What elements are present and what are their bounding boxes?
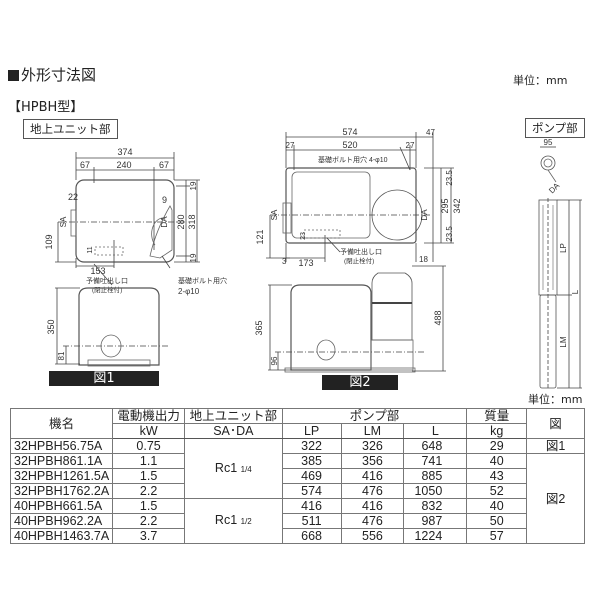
- svg-text:67: 67: [80, 160, 90, 170]
- svg-text:3: 3: [282, 257, 287, 266]
- svg-text:318: 318: [187, 214, 197, 229]
- dimension-drawing: 374 67 240 67 22 9 153 基礎ボルト用穴 2-φ10 予備吐…: [44, 127, 582, 390]
- svg-text:81: 81: [57, 351, 66, 360]
- svg-text:365: 365: [254, 320, 264, 335]
- svg-text:23: 23: [300, 232, 307, 240]
- svg-text:27: 27: [286, 141, 295, 150]
- svg-text:488: 488: [433, 310, 443, 325]
- svg-text:DA: DA: [160, 216, 169, 228]
- header-model: 機名: [9, 408, 114, 439]
- figure-1-label: 図1: [49, 371, 159, 386]
- svg-text:19: 19: [189, 181, 198, 190]
- table-row: 32HPBH1762.2A 2.2 574 476 1050 52: [9, 483, 585, 499]
- svg-text:280: 280: [176, 214, 186, 229]
- header-mass: 質量: [466, 408, 528, 424]
- fig2-front-view: [268, 265, 446, 373]
- header-kg: kg: [466, 423, 528, 439]
- svg-text:574: 574: [342, 127, 357, 137]
- svg-text:(閉止栓付): (閉止栓付): [92, 285, 122, 294]
- svg-text:109: 109: [44, 234, 54, 249]
- svg-text:DA: DA: [547, 181, 562, 196]
- svg-text:SA: SA: [59, 216, 68, 227]
- table-row: 32HPBH56.75A 0.75 Rc1 1/4 322 326 648 29…: [9, 438, 585, 499]
- svg-text:9: 9: [162, 195, 167, 205]
- svg-text:121: 121: [255, 229, 265, 244]
- header-ground-unit: 地上ユニット部: [184, 408, 283, 424]
- pump-unit-label: 単位：mm: [528, 393, 583, 406]
- svg-text:(閉止栓付): (閉止栓付): [344, 256, 374, 265]
- table-row: 32HPBH1261.5A 1.5 469 416 885 43: [9, 468, 585, 484]
- header-kw: kW: [112, 423, 185, 439]
- header-lp: LP: [281, 423, 342, 439]
- dim-374: 374: [117, 147, 132, 157]
- svg-text:DA: DA: [420, 209, 429, 221]
- header-sa-da: SA･DA: [184, 423, 283, 439]
- table-row: 40HPBH1463.7A 3.7 668 556 1224 57: [9, 528, 585, 544]
- svg-text:27: 27: [406, 141, 415, 150]
- table-row: 32HPBH861.1A 1.1 385 356 741 40 図2: [9, 453, 585, 544]
- table-row: 40HPBH661.5A 1.5 Rc1 1/2 416 416 832 40: [9, 498, 585, 544]
- svg-text:96: 96: [270, 356, 279, 365]
- fig1-top-view: [55, 152, 200, 286]
- fig1-front-view: [55, 287, 170, 367]
- svg-text:22: 22: [68, 192, 78, 202]
- svg-text:19: 19: [189, 253, 198, 262]
- figure-2-label: 図2: [322, 375, 398, 390]
- pump-drawing: [538, 146, 582, 390]
- section-title-text: 外形寸法図: [21, 66, 97, 84]
- svg-text:予備吐出し口: 予備吐出し口: [86, 276, 128, 285]
- svg-text:LP: LP: [559, 243, 568, 253]
- svg-text:350: 350: [46, 319, 56, 334]
- figure-ref: 図1: [526, 438, 585, 454]
- pump-part-label: ポンプ部: [525, 118, 585, 138]
- spec-table: 機名 電動機出力 地上ユニット部 ポンプ部 質量 図 kW SA･DA LP L…: [9, 408, 585, 544]
- svg-text:SA: SA: [270, 209, 279, 220]
- svg-text:295: 295: [440, 198, 450, 213]
- header-motor-output: 電動機出力: [112, 408, 185, 424]
- svg-text:173: 173: [298, 258, 313, 268]
- svg-text:240: 240: [116, 160, 131, 170]
- svg-text:520: 520: [342, 140, 357, 150]
- section-title: 外形寸法図: [8, 64, 96, 85]
- svg-text:95: 95: [544, 138, 553, 147]
- svg-text:基礎ボルト用穴 4-φ10: 基礎ボルト用穴 4-φ10: [318, 155, 388, 164]
- svg-text:342: 342: [452, 198, 462, 213]
- square-bullet-icon: [8, 70, 19, 81]
- svg-text:47: 47: [426, 128, 435, 137]
- svg-text:基礎ボルト用穴: 基礎ボルト用穴: [178, 276, 227, 285]
- header-figure: 図: [526, 408, 585, 439]
- connection-rc1-1-4: Rc1 1/4: [184, 438, 283, 499]
- svg-text:23.5: 23.5: [445, 170, 454, 186]
- header-lm: LM: [340, 423, 405, 439]
- header-pump: ポンプ部: [281, 408, 468, 424]
- svg-text:L: L: [571, 289, 580, 294]
- table-row: 40HPBH962.2A 2.2 511 476 987 50: [9, 513, 585, 529]
- svg-text:予備吐出し口: 予備吐出し口: [340, 247, 382, 256]
- svg-text:23.5: 23.5: [445, 226, 454, 242]
- fig2-top-view: [266, 132, 454, 262]
- svg-text:153: 153: [90, 266, 105, 276]
- header-l: L: [403, 423, 468, 439]
- unit-label: 単位：mm: [513, 74, 568, 87]
- connection-rc1-1-2: Rc1 1/2: [184, 498, 283, 544]
- svg-text:67: 67: [159, 160, 169, 170]
- model-series-label: 【HPBH型】: [8, 100, 84, 115]
- ground-unit-label: 地上ユニット部: [23, 119, 118, 139]
- svg-text:18: 18: [419, 255, 428, 264]
- svg-text:2-φ10: 2-φ10: [178, 287, 200, 296]
- svg-text:LM: LM: [559, 336, 568, 347]
- svg-text:11: 11: [87, 246, 94, 253]
- figure-ref: 図2: [526, 453, 585, 544]
